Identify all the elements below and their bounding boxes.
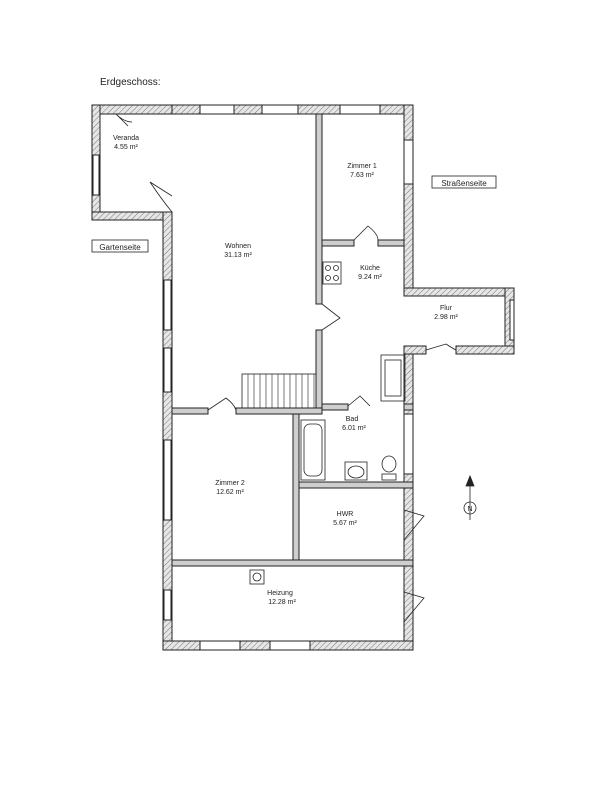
room-area: 4.55 m² [114, 144, 138, 151]
room-area: 5.67 m² [333, 520, 357, 527]
room-hwr: HWR 5.67 m² [333, 511, 357, 527]
room-name: Bad [346, 416, 359, 423]
room-wohnen: Wohnen 31.13 m² [224, 243, 252, 259]
bathtub [300, 419, 326, 481]
room-area: 31.13 m² [224, 252, 252, 259]
room-heizung: Heizung 12.28 m² [267, 590, 296, 606]
room-bad: Bad 6.01 m² [342, 416, 366, 432]
room-kueche: Küche 9.24 m² [358, 265, 382, 281]
interior-walls [171, 113, 414, 567]
stove [322, 261, 342, 285]
boiler [249, 569, 265, 585]
room-area: 9.24 m² [358, 274, 382, 281]
room-area: 7.63 m² [350, 172, 374, 179]
compass-north-label: N [467, 506, 472, 513]
svg-text:Straßenseite: Straßenseite [441, 179, 487, 188]
room-zimmer2: Zimmer 2 12.62 m² [215, 480, 245, 496]
street-side-label: Straßenseite [431, 175, 497, 189]
room-name: Wohnen [225, 243, 251, 250]
shower-unit [380, 354, 406, 402]
room-area: 6.01 m² [342, 425, 366, 432]
room-area: 2.98 m² [434, 314, 458, 321]
toilet [381, 455, 397, 481]
door-swings [115, 113, 457, 623]
washbasin [344, 461, 368, 481]
room-name: HWR [337, 511, 354, 518]
garden-side-label: Gartenseite [91, 239, 149, 253]
room-veranda: Veranda 4.55 m² [113, 135, 139, 151]
room-name: Heizung [267, 590, 293, 597]
room-name: Zimmer 2 [215, 480, 245, 487]
room-name: Küche [360, 265, 380, 272]
stairs [241, 373, 317, 409]
room-flur: Flur 2.98 m² [434, 305, 458, 321]
room-area: 12.62 m² [216, 489, 244, 496]
room-name: Flur [440, 305, 453, 312]
compass-icon: N [463, 474, 477, 520]
floor-title: Erdgeschoss: [100, 77, 161, 88]
windows [92, 104, 515, 651]
svg-text:Gartenseite: Gartenseite [99, 243, 141, 252]
room-name: Zimmer 1 [347, 163, 377, 170]
stair-steps [247, 374, 315, 408]
room-name: Veranda [113, 135, 139, 142]
room-zimmer1: Zimmer 1 7.63 m² [347, 163, 377, 179]
room-area: 12.28 m² [268, 599, 296, 606]
